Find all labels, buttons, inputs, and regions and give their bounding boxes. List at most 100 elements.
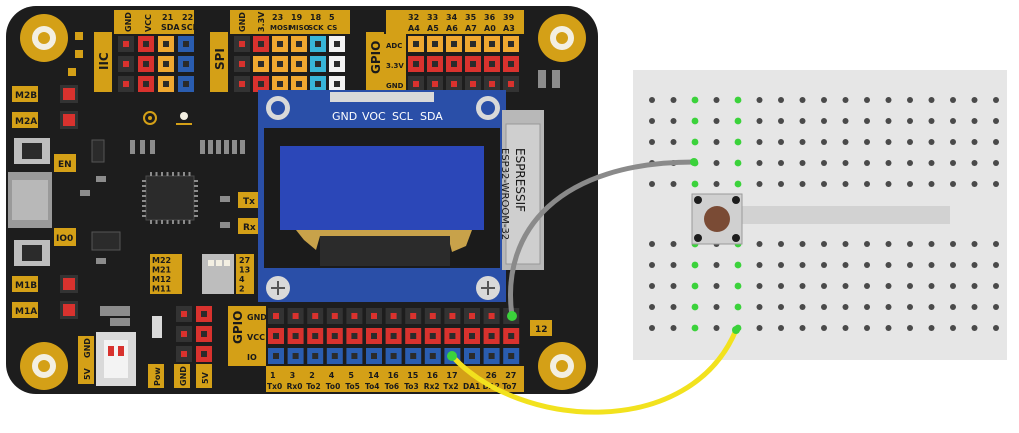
breadboard-hole[interactable] bbox=[907, 241, 913, 247]
header-pin[interactable] bbox=[158, 36, 174, 52]
header-pin[interactable] bbox=[291, 56, 307, 72]
header-pin[interactable] bbox=[253, 56, 269, 72]
breadboard-hole[interactable] bbox=[756, 304, 763, 310]
header-pin[interactable] bbox=[483, 308, 500, 324]
header-pin[interactable] bbox=[427, 56, 443, 72]
breadboard-hole[interactable] bbox=[821, 139, 827, 145]
breadboard-hole[interactable] bbox=[691, 282, 699, 290]
header-pin[interactable] bbox=[196, 326, 212, 342]
header-pin[interactable] bbox=[427, 76, 443, 92]
header-pin[interactable] bbox=[176, 346, 192, 362]
breadboard-hole[interactable] bbox=[734, 261, 742, 269]
breadboard-hole[interactable] bbox=[821, 325, 827, 331]
breadboard-hole[interactable] bbox=[821, 304, 827, 310]
breadboard-hole[interactable] bbox=[691, 138, 699, 146]
header-pin[interactable] bbox=[405, 348, 422, 364]
header-pin[interactable] bbox=[503, 76, 519, 92]
breadboard-hole[interactable] bbox=[950, 160, 956, 166]
header-pin[interactable] bbox=[329, 36, 345, 52]
header-pin[interactable] bbox=[178, 56, 194, 72]
breadboard-hole[interactable] bbox=[993, 283, 999, 289]
breadboard-hole[interactable] bbox=[778, 181, 784, 187]
breadboard-hole[interactable] bbox=[950, 139, 956, 145]
breadboard-hole[interactable] bbox=[670, 181, 677, 187]
header-pin[interactable] bbox=[176, 306, 192, 322]
header-pin[interactable] bbox=[310, 36, 326, 52]
header-pin[interactable] bbox=[408, 56, 424, 72]
en-button[interactable] bbox=[14, 138, 50, 164]
breadboard-hole[interactable] bbox=[971, 304, 978, 310]
header-pin[interactable] bbox=[307, 308, 324, 324]
breadboard-hole[interactable] bbox=[734, 159, 742, 167]
breadboard-hole[interactable] bbox=[971, 160, 978, 166]
breadboard-hole[interactable] bbox=[649, 241, 655, 247]
header-pin[interactable] bbox=[310, 76, 326, 92]
breadboard-hole[interactable] bbox=[907, 181, 913, 187]
header-pin[interactable] bbox=[307, 328, 324, 344]
breadboard-hole[interactable] bbox=[907, 304, 913, 310]
header-pin[interactable] bbox=[424, 348, 441, 364]
breadboard-hole[interactable] bbox=[670, 262, 677, 268]
header-pin[interactable] bbox=[272, 76, 288, 92]
header-pin[interactable] bbox=[272, 56, 288, 72]
breadboard-hole[interactable] bbox=[778, 241, 784, 247]
header-pin[interactable] bbox=[268, 308, 284, 324]
header-pin[interactable] bbox=[138, 36, 154, 52]
breadboard-hole[interactable] bbox=[649, 283, 655, 289]
breadboard-hole[interactable] bbox=[649, 97, 655, 103]
breadboard-hole[interactable] bbox=[734, 117, 742, 125]
header-pin[interactable] bbox=[329, 56, 345, 72]
header-pin[interactable] bbox=[464, 348, 480, 364]
header-pin[interactable] bbox=[464, 308, 480, 324]
header-pin[interactable] bbox=[158, 76, 174, 92]
breadboard-hole[interactable] bbox=[971, 181, 978, 187]
header-pin[interactable] bbox=[326, 328, 343, 344]
breadboard-hole[interactable] bbox=[778, 262, 784, 268]
breadboard-hole[interactable] bbox=[993, 241, 999, 247]
breadboard-hole[interactable] bbox=[842, 283, 849, 289]
header-pin[interactable] bbox=[446, 36, 462, 52]
header-pin[interactable] bbox=[291, 76, 307, 92]
breadboard-hole[interactable] bbox=[799, 139, 806, 145]
header-pin[interactable] bbox=[118, 76, 134, 92]
header-pin[interactable] bbox=[408, 76, 424, 92]
breadboard-hole[interactable] bbox=[885, 304, 892, 310]
breadboard-hole[interactable] bbox=[907, 139, 913, 145]
breadboard-hole[interactable] bbox=[670, 325, 677, 331]
breadboard-hole[interactable] bbox=[756, 325, 763, 331]
breadboard-hole[interactable] bbox=[756, 97, 763, 103]
breadboard-hole[interactable] bbox=[885, 283, 892, 289]
header-pin[interactable] bbox=[234, 56, 250, 72]
header-pin[interactable] bbox=[178, 36, 194, 52]
breadboard-hole[interactable] bbox=[993, 304, 999, 310]
header-pin[interactable] bbox=[346, 348, 363, 364]
header-pin[interactable] bbox=[424, 308, 441, 324]
breadboard-hole[interactable] bbox=[950, 304, 956, 310]
header-pin[interactable] bbox=[329, 76, 345, 92]
button-cap[interactable] bbox=[704, 206, 730, 232]
breadboard-hole[interactable] bbox=[907, 283, 913, 289]
header-pin[interactable] bbox=[484, 76, 500, 92]
header-pin[interactable] bbox=[405, 308, 422, 324]
breadboard-hole[interactable] bbox=[799, 325, 806, 331]
header-pin[interactable] bbox=[234, 36, 250, 52]
breadboard-hole[interactable] bbox=[928, 262, 935, 268]
breadboard-hole[interactable] bbox=[670, 241, 677, 247]
breadboard-hole[interactable] bbox=[993, 118, 999, 124]
header-pin[interactable] bbox=[291, 36, 307, 52]
breadboard-hole[interactable] bbox=[971, 97, 978, 103]
breadboard-hole[interactable] bbox=[778, 325, 784, 331]
header-pin[interactable] bbox=[465, 56, 481, 72]
breadboard-hole[interactable] bbox=[971, 283, 978, 289]
breadboard-hole[interactable] bbox=[691, 96, 699, 104]
breadboard-hole[interactable] bbox=[778, 97, 784, 103]
breadboard-hole[interactable] bbox=[842, 118, 849, 124]
breadboard-hole[interactable] bbox=[928, 181, 935, 187]
breadboard-hole[interactable] bbox=[907, 118, 913, 124]
breadboard-hole[interactable] bbox=[950, 262, 956, 268]
breadboard-hole[interactable] bbox=[928, 139, 935, 145]
breadboard-hole[interactable] bbox=[928, 160, 935, 166]
header-pin[interactable] bbox=[385, 308, 402, 324]
breadboard-hole[interactable] bbox=[756, 139, 763, 145]
